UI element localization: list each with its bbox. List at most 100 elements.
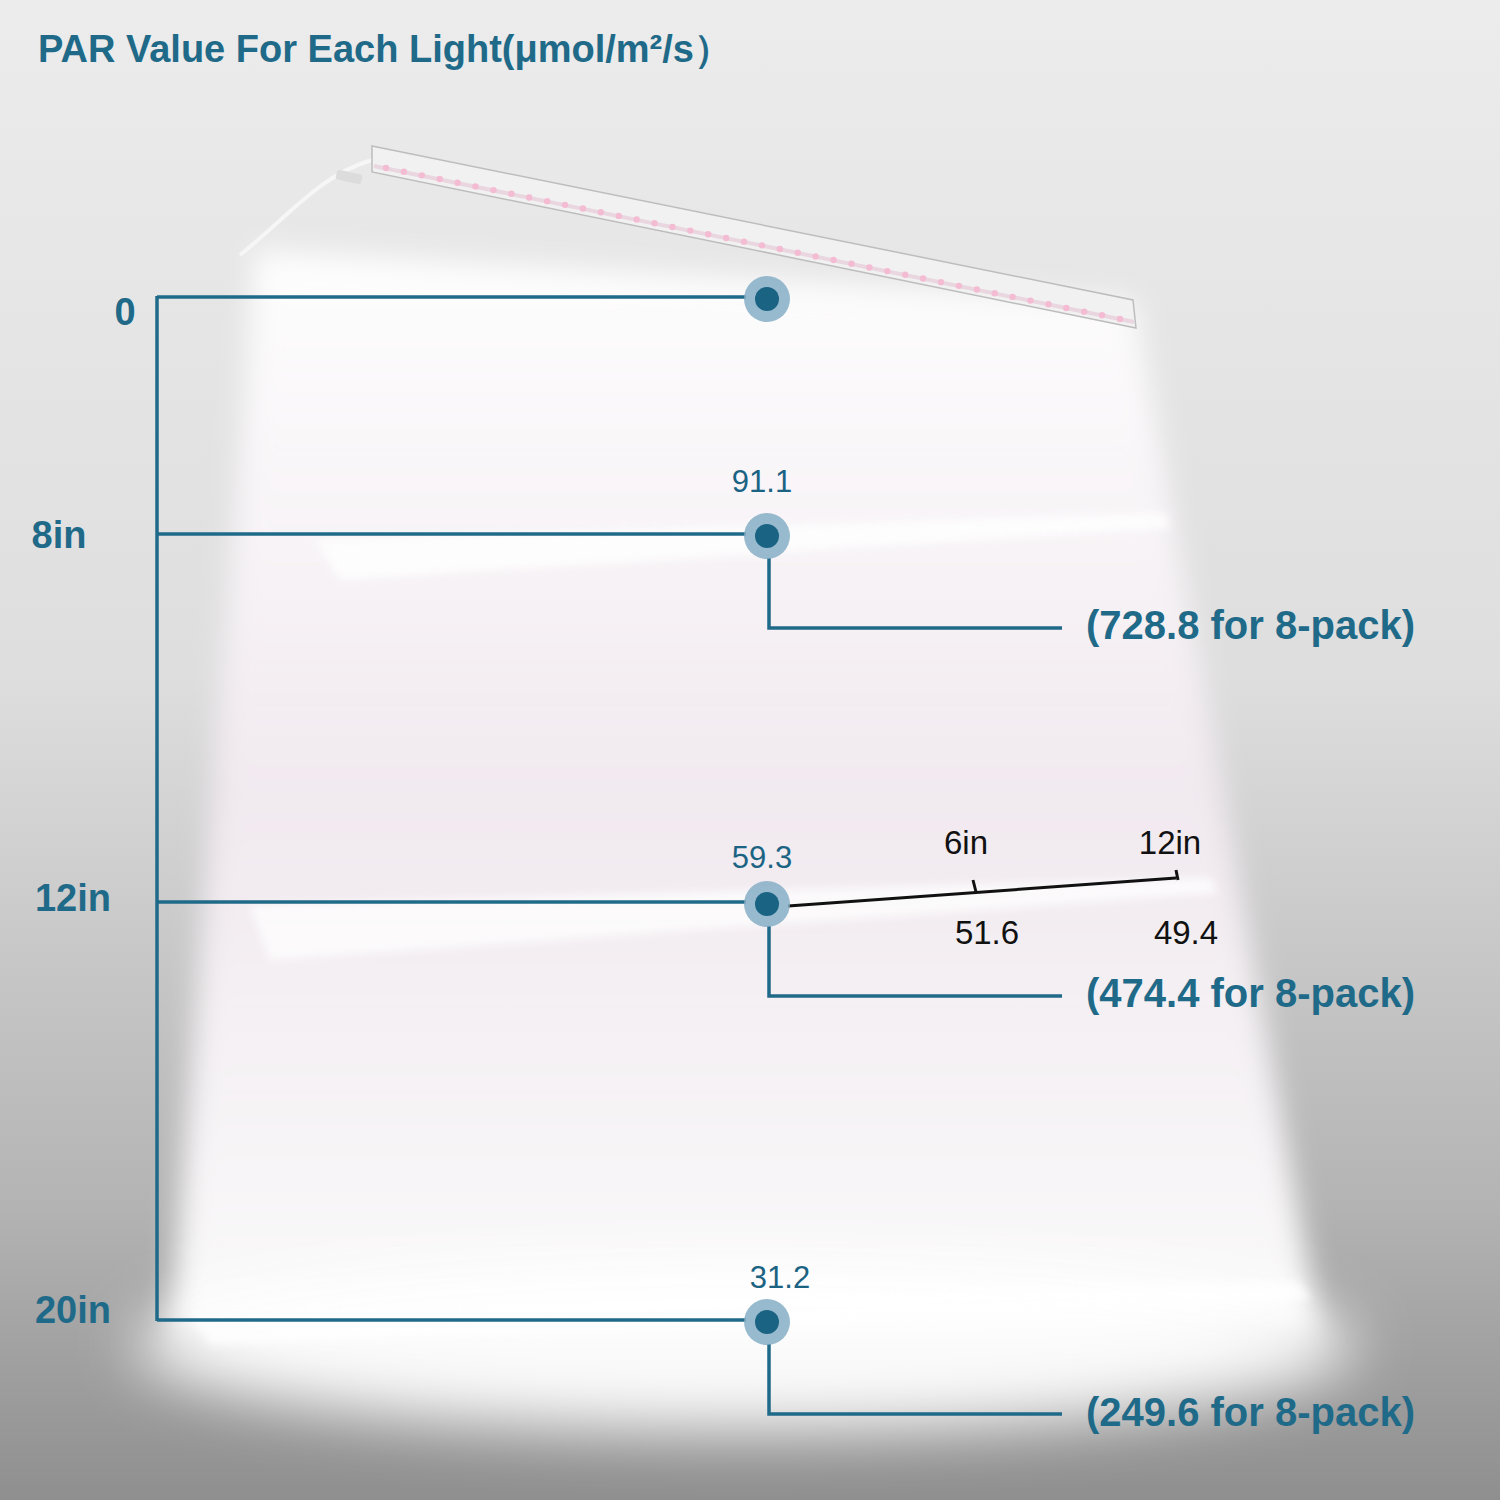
scale-tick bbox=[1176, 870, 1178, 880]
dot-core bbox=[755, 892, 779, 916]
led bbox=[1117, 316, 1123, 322]
dot-core bbox=[755, 1310, 779, 1334]
pack-par-value-box: (474.4 for 8-pack) bbox=[1086, 970, 1415, 1016]
led bbox=[705, 231, 711, 237]
dot-halo bbox=[744, 1299, 790, 1345]
led bbox=[956, 283, 962, 289]
led bbox=[848, 261, 854, 267]
axis-label-box: 12in bbox=[35, 877, 111, 921]
led bbox=[866, 264, 872, 270]
offset-par-value-box: 49.4 bbox=[1154, 914, 1218, 952]
led bbox=[777, 246, 783, 252]
led bbox=[437, 176, 443, 182]
axis-label-box: 20in bbox=[35, 1289, 111, 1333]
led bbox=[812, 253, 818, 259]
pack-par-value-box: (249.6 for 8-pack) bbox=[1086, 1389, 1415, 1435]
offset-par-value: 49.4 bbox=[1154, 914, 1218, 951]
led bbox=[830, 257, 836, 263]
title-box: PAR Value For Each Light(μmol/m²/s） bbox=[38, 28, 732, 72]
par-value-box: 59.3 bbox=[732, 840, 792, 876]
shelf-plane bbox=[250, 878, 1218, 960]
dot-core bbox=[755, 524, 779, 548]
led bbox=[1063, 305, 1069, 311]
cable-plug bbox=[335, 169, 363, 184]
scale-tick bbox=[973, 880, 976, 892]
pack-par-value-box: (728.8 for 8-pack) bbox=[1086, 602, 1415, 648]
led bbox=[651, 220, 657, 226]
axis-tick bbox=[157, 1318, 746, 1322]
par-value-box: 31.2 bbox=[750, 1260, 810, 1296]
par-value: 59.3 bbox=[732, 840, 792, 875]
led bbox=[991, 290, 997, 296]
led bbox=[1027, 297, 1033, 303]
axis-label: 8in bbox=[32, 514, 87, 556]
led bbox=[419, 172, 425, 178]
power-cable bbox=[240, 160, 372, 255]
led bbox=[1009, 294, 1015, 300]
axis-tick bbox=[157, 900, 746, 904]
pack-par-value: (249.6 for 8-pack) bbox=[1086, 1390, 1415, 1434]
led bbox=[580, 205, 586, 211]
led bbox=[508, 191, 514, 197]
light-housing bbox=[372, 146, 1136, 328]
dot-halo bbox=[744, 276, 790, 322]
light-beam bbox=[170, 250, 1320, 1335]
par-value: 31.2 bbox=[750, 1260, 810, 1295]
measurement-scale bbox=[788, 870, 1178, 906]
axis-tick bbox=[157, 295, 746, 299]
par-value-box: 91.1 bbox=[732, 464, 792, 500]
leader-line bbox=[769, 1344, 1062, 1414]
pack-par-value: (474.4 for 8-pack) bbox=[1086, 971, 1415, 1015]
axis-label: 20in bbox=[35, 1289, 111, 1331]
led bbox=[1081, 308, 1087, 314]
led bbox=[1045, 301, 1051, 307]
axis-label-box: 8in bbox=[32, 514, 87, 558]
led bbox=[454, 180, 460, 186]
par-value: 91.1 bbox=[732, 464, 792, 499]
shelf-plane bbox=[315, 513, 1170, 580]
axis-label-box: 0 bbox=[114, 291, 135, 335]
distance-line bbox=[788, 878, 1176, 906]
led bbox=[974, 286, 980, 292]
led bbox=[795, 250, 801, 256]
led bbox=[687, 227, 693, 233]
dot-core bbox=[755, 287, 779, 311]
led bbox=[1099, 312, 1105, 318]
axis-label: 0 bbox=[114, 291, 135, 333]
pack-par-value: (728.8 for 8-pack) bbox=[1086, 603, 1415, 647]
led bbox=[472, 183, 478, 189]
offset-label-box: 12in bbox=[1139, 824, 1201, 862]
dot-halo bbox=[744, 513, 790, 559]
axis-label: 12in bbox=[35, 877, 111, 919]
offset-par-value-box: 51.6 bbox=[955, 914, 1019, 952]
led bbox=[902, 272, 908, 278]
dot-halo bbox=[744, 881, 790, 927]
height-axis bbox=[155, 296, 159, 1321]
led bbox=[884, 268, 890, 274]
offset-par-value: 51.6 bbox=[955, 914, 1019, 951]
led bbox=[723, 235, 729, 241]
led bbox=[383, 165, 389, 171]
led bbox=[938, 279, 944, 285]
led bbox=[920, 275, 926, 281]
grow-light-bar bbox=[240, 146, 1136, 328]
offset-label: 12in bbox=[1139, 824, 1201, 861]
axis bbox=[157, 296, 1062, 1414]
offset-label: 6in bbox=[944, 824, 988, 861]
chart-title: PAR Value For Each Light(μmol/m²/s） bbox=[38, 28, 732, 70]
led bbox=[616, 213, 622, 219]
led bbox=[669, 224, 675, 230]
led bbox=[401, 168, 407, 174]
led bbox=[490, 187, 496, 193]
offset-label-box: 6in bbox=[944, 824, 988, 862]
light-cone bbox=[135, 250, 1355, 1430]
measure-dots bbox=[744, 276, 790, 1345]
led bbox=[741, 238, 747, 244]
led bbox=[598, 209, 604, 215]
led bbox=[526, 194, 532, 200]
led bbox=[544, 198, 550, 204]
led bbox=[633, 216, 639, 222]
leader-line bbox=[769, 558, 1062, 628]
led bbox=[759, 242, 765, 248]
